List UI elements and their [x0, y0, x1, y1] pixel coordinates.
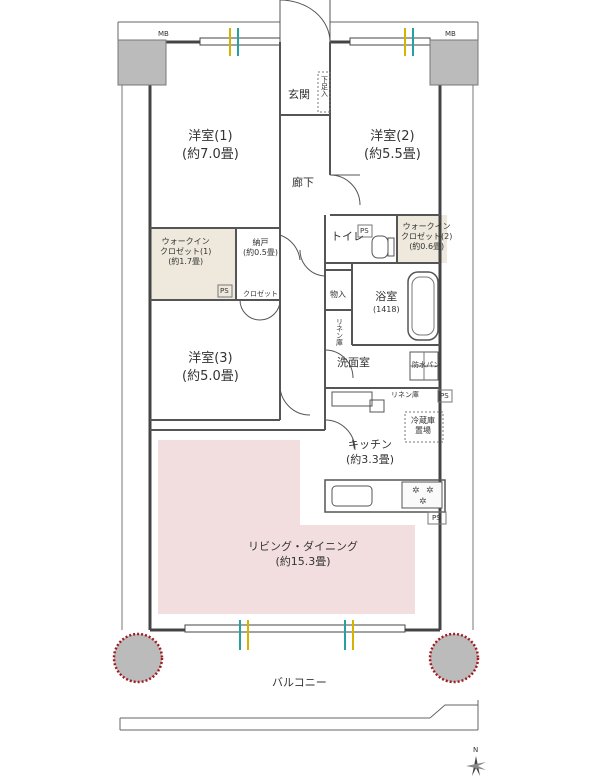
bathroom-label: 浴室 (1418) — [373, 290, 400, 315]
kitchen-label: キッチン (約3.3畳) — [346, 438, 394, 468]
closet-label: クロゼット — [243, 290, 278, 298]
walkin-closet-2-label: ウォークイン クロゼット(2) (約0.6畳) — [401, 222, 452, 252]
svg-text:✲: ✲ — [412, 486, 420, 496]
fridge-space-label: 冷蔵庫 置場 — [411, 416, 435, 436]
ldk-label: リビング・ダイニング (約15.3畳) — [248, 540, 358, 570]
bedroom-1-label: 洋室(1) (約7.0畳) — [182, 128, 239, 163]
storage-label: 納戸 (約0.5畳) — [243, 238, 278, 258]
bathroom-name: 浴室 — [375, 290, 398, 303]
ps-label-wash: PS — [440, 392, 449, 400]
bedroom-3-label: 洋室(3) (約5.0畳) — [182, 350, 239, 385]
column-right — [429, 39, 479, 86]
balcony-column-left — [112, 632, 164, 684]
storage-name: 納戸 — [252, 238, 269, 247]
walkin-closet-2-name1: ウォークイン — [402, 222, 451, 231]
walkin-closet-1-size: (約1.7畳) — [168, 257, 204, 266]
walkin-closet-2-size: (約0.6畳) — [409, 242, 445, 251]
bedroom-2-size: (約5.5畳) — [364, 146, 421, 162]
bedroom-3-size: (約5.0畳) — [182, 368, 239, 384]
compass-icon — [466, 756, 486, 776]
linen-closet-1-label: リネン庫 — [335, 318, 344, 346]
fridge-line1: 冷蔵庫 — [411, 416, 435, 425]
mb-left-label: MB — [158, 30, 169, 38]
ldk-area — [158, 440, 415, 614]
storage-size: (約0.5畳) — [243, 248, 278, 257]
washroom-label: 洗面室 — [337, 356, 370, 369]
bedroom-2-label: 洋室(2) (約5.5畳) — [364, 128, 421, 163]
kitchen-name: キッチン — [348, 438, 393, 451]
bedroom-1-name: 洋室(1) — [188, 129, 233, 144]
hallway-label: 廊下 — [292, 176, 314, 189]
entrance-label: 玄関 — [288, 88, 310, 101]
walkin-closet-1-area — [150, 228, 236, 300]
balcony-label: バルコニー — [272, 676, 327, 689]
walkin-closet-1-name1: ウォークイン — [161, 237, 210, 246]
shoe-closet-label: 下足入 — [320, 76, 329, 97]
ldk-size: (約15.3畳) — [275, 554, 331, 568]
balcony-column-right — [428, 632, 480, 684]
toilet-label: トイレ — [331, 230, 364, 243]
column-left — [117, 39, 167, 86]
fridge-line2: 置場 — [415, 426, 431, 435]
ps-label-toilet: PS — [360, 227, 369, 235]
bathroom-size: (1418) — [373, 304, 400, 314]
svg-text:✲: ✲ — [419, 497, 427, 507]
ps-label-closet: PS — [220, 287, 229, 295]
walkin-closet-1-name2: クロゼット(1) — [160, 247, 212, 256]
walkin-closet-2-name2: クロゼット(2) — [401, 232, 453, 241]
kitchen-counter — [324, 479, 446, 513]
bedroom-1-size: (約7.0畳) — [182, 146, 239, 162]
ps-label-kitchen: PS — [432, 514, 441, 522]
walkin-closet-1-label: ウォークイン クロゼット(1) (約1.7畳) — [160, 237, 211, 267]
kitchen-size: (約3.3畳) — [346, 452, 395, 466]
north-label: N — [473, 746, 479, 754]
bedroom-3-name: 洋室(3) — [188, 351, 233, 366]
storeroom-label: 物入 — [330, 290, 346, 299]
mb-right-label: MB — [445, 30, 456, 38]
waterproof-pan-label: 防水パン — [412, 361, 441, 369]
ldk-name: リビング・ダイニング — [248, 540, 358, 553]
bathtub — [407, 271, 439, 341]
linen-closet-2-label: リネン庫 — [391, 391, 419, 399]
bedroom-2-name: 洋室(2) — [370, 129, 415, 144]
toilet-fixture — [371, 235, 389, 259]
svg-text:✲: ✲ — [426, 486, 434, 496]
